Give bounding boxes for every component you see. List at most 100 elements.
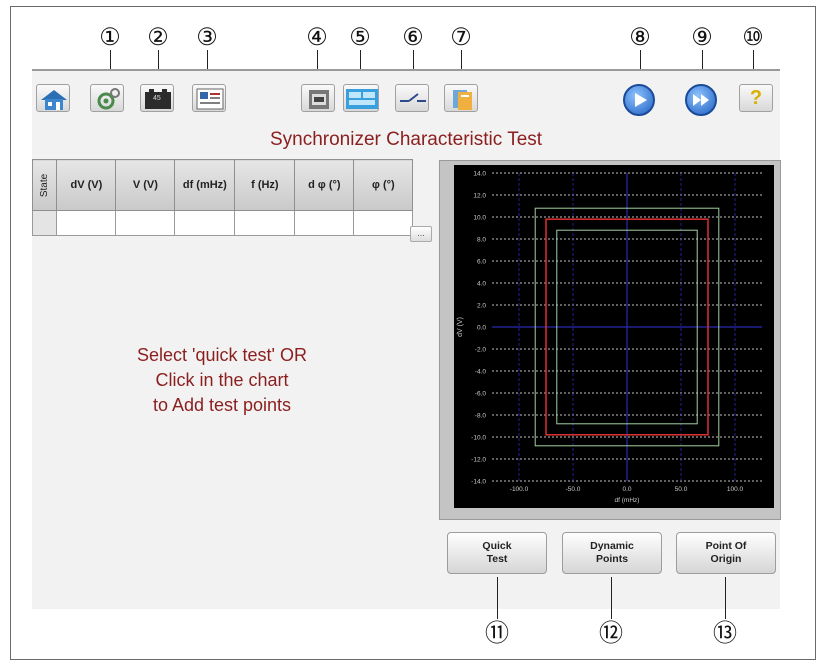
- callout-6: ⑥: [402, 23, 424, 51]
- callout-line: [461, 50, 462, 70]
- callout-13: ⑬: [713, 619, 737, 647]
- chart-x-tick-label: -100.0: [510, 486, 529, 493]
- home-icon: [41, 90, 67, 110]
- column-header-v[interactable]: V (V): [115, 159, 176, 211]
- report-button[interactable]: [444, 84, 478, 112]
- chart-x-tick-label: 0.0: [622, 486, 631, 493]
- display-button[interactable]: [343, 84, 379, 112]
- table-header-row: State dV (V) V (V) df (mHz) f (Hz) d φ (…: [31, 159, 414, 211]
- message-line: Select 'quick test' OR: [137, 345, 307, 365]
- chart-y-tick-label: 10.0: [473, 215, 486, 222]
- help-button[interactable]: ?: [739, 84, 773, 112]
- callout-1: ①: [99, 23, 121, 51]
- column-header-df[interactable]: df (mHz): [174, 159, 236, 211]
- message-line: Click in the chart: [155, 370, 289, 390]
- chart-y-tick-label: -6.0: [475, 391, 487, 398]
- chart-y-tick-label: 2.0: [477, 303, 486, 310]
- chart-characteristic-boundary: [534, 207, 720, 447]
- callout-line: [753, 50, 754, 70]
- chart-y-tick-label: 8.0: [477, 237, 486, 244]
- callout-line: [725, 577, 726, 619]
- callout-9: ⑨: [691, 23, 713, 51]
- table-cell[interactable]: [174, 210, 236, 236]
- chart-y-tick-label: -12.0: [471, 457, 486, 464]
- chart-y-tick-label: 14.0: [473, 171, 486, 178]
- chart-y-tick-label: -14.0: [471, 479, 486, 486]
- dynamic-points-button[interactable]: Dynamic Points: [562, 532, 662, 574]
- table-cell[interactable]: [31, 210, 58, 236]
- column-header-dphi[interactable]: d φ (°): [294, 159, 355, 211]
- callout-line: [317, 50, 318, 70]
- help-icon: ?: [749, 87, 763, 109]
- chart-y-tick-label: 0.0: [477, 325, 486, 332]
- chart-y-axis-label: dV (V): [457, 317, 464, 337]
- battery-button[interactable]: 45: [140, 84, 174, 112]
- report-icon: [453, 90, 472, 110]
- more-options-button[interactable]: ...: [410, 226, 432, 242]
- chart-characteristic-boundary: [556, 229, 698, 425]
- chart-x-tick-label: 50.0: [675, 486, 688, 493]
- switch-icon: [400, 93, 426, 102]
- callout-2: ②: [147, 23, 169, 51]
- battery-icon: [145, 89, 171, 109]
- callout-5: ⑤: [349, 23, 371, 51]
- callout-line: [497, 577, 498, 619]
- breaker-button[interactable]: [301, 84, 335, 112]
- run-all-button[interactable]: [685, 84, 717, 116]
- column-header-phi[interactable]: φ (°): [353, 159, 414, 211]
- table-cell[interactable]: [234, 210, 296, 236]
- settings-icon: [97, 88, 120, 110]
- chart-y-tick-label: -2.0: [475, 347, 487, 354]
- breaker-icon: [309, 90, 329, 109]
- table-cell[interactable]: [115, 210, 176, 236]
- button-label: Quick: [482, 540, 512, 552]
- home-button[interactable]: [36, 84, 70, 112]
- callout-line: [158, 50, 159, 70]
- chart-y-tick-label: 12.0: [473, 193, 486, 200]
- test-points-table: State dV (V) V (V) df (mHz) f (Hz) d φ (…: [31, 159, 414, 236]
- callout-8: ⑧: [629, 23, 651, 51]
- callout-line: [640, 50, 641, 70]
- button-label: Dynamic: [590, 540, 634, 552]
- run-button[interactable]: [623, 84, 655, 116]
- quick-test-button[interactable]: Quick Test: [447, 532, 547, 574]
- callout-11: ⑪: [485, 619, 509, 647]
- display-icon: [346, 89, 378, 109]
- table-cell[interactable]: [353, 210, 414, 236]
- fast-forward-icon: [693, 94, 709, 106]
- point-of-origin-button[interactable]: Point Of Origin: [676, 532, 776, 574]
- callout-12: ⑫: [599, 619, 623, 647]
- message-line: to Add test points: [152, 395, 292, 415]
- callout-4: ④: [306, 23, 328, 51]
- column-header-dv[interactable]: dV (V): [56, 159, 117, 211]
- column-header-f[interactable]: f (Hz): [234, 159, 296, 211]
- characteristic-chart[interactable]: 14.012.010.08.06.04.02.00.0-2.0-4.0-6.0-…: [440, 161, 780, 519]
- settings-button[interactable]: [90, 84, 124, 112]
- button-label: Origin: [710, 553, 742, 565]
- button-label: Test: [486, 553, 508, 565]
- chart-y-tick-label: 6.0: [477, 259, 486, 266]
- table-cell[interactable]: [294, 210, 355, 236]
- page-title: Synchronizer Characteristic Test: [269, 129, 543, 150]
- test-card-icon: [196, 88, 224, 110]
- callout-7: ⑦: [450, 23, 472, 51]
- play-icon: [635, 93, 647, 107]
- column-header-state[interactable]: State: [31, 159, 58, 211]
- switch-button[interactable]: [395, 84, 429, 112]
- chart-plot-area: [454, 165, 774, 508]
- chart-y-tick-label: -10.0: [471, 435, 486, 442]
- test-card-button[interactable]: [192, 84, 226, 112]
- chart-x-axis-label: df (mHz): [615, 497, 640, 504]
- button-label: Points: [595, 553, 629, 565]
- table-cell[interactable]: [56, 210, 117, 236]
- table-row[interactable]: [31, 210, 414, 236]
- callout-line: [611, 577, 612, 619]
- callout-line: [110, 50, 111, 70]
- chart-y-tick-label: -4.0: [475, 369, 487, 376]
- callout-line: [413, 50, 414, 70]
- battery-label: 45: [153, 95, 161, 102]
- chart-characteristic-boundary: [545, 218, 709, 436]
- callout-line: [207, 50, 208, 70]
- chart-x-tick-label: -50.0: [566, 486, 581, 493]
